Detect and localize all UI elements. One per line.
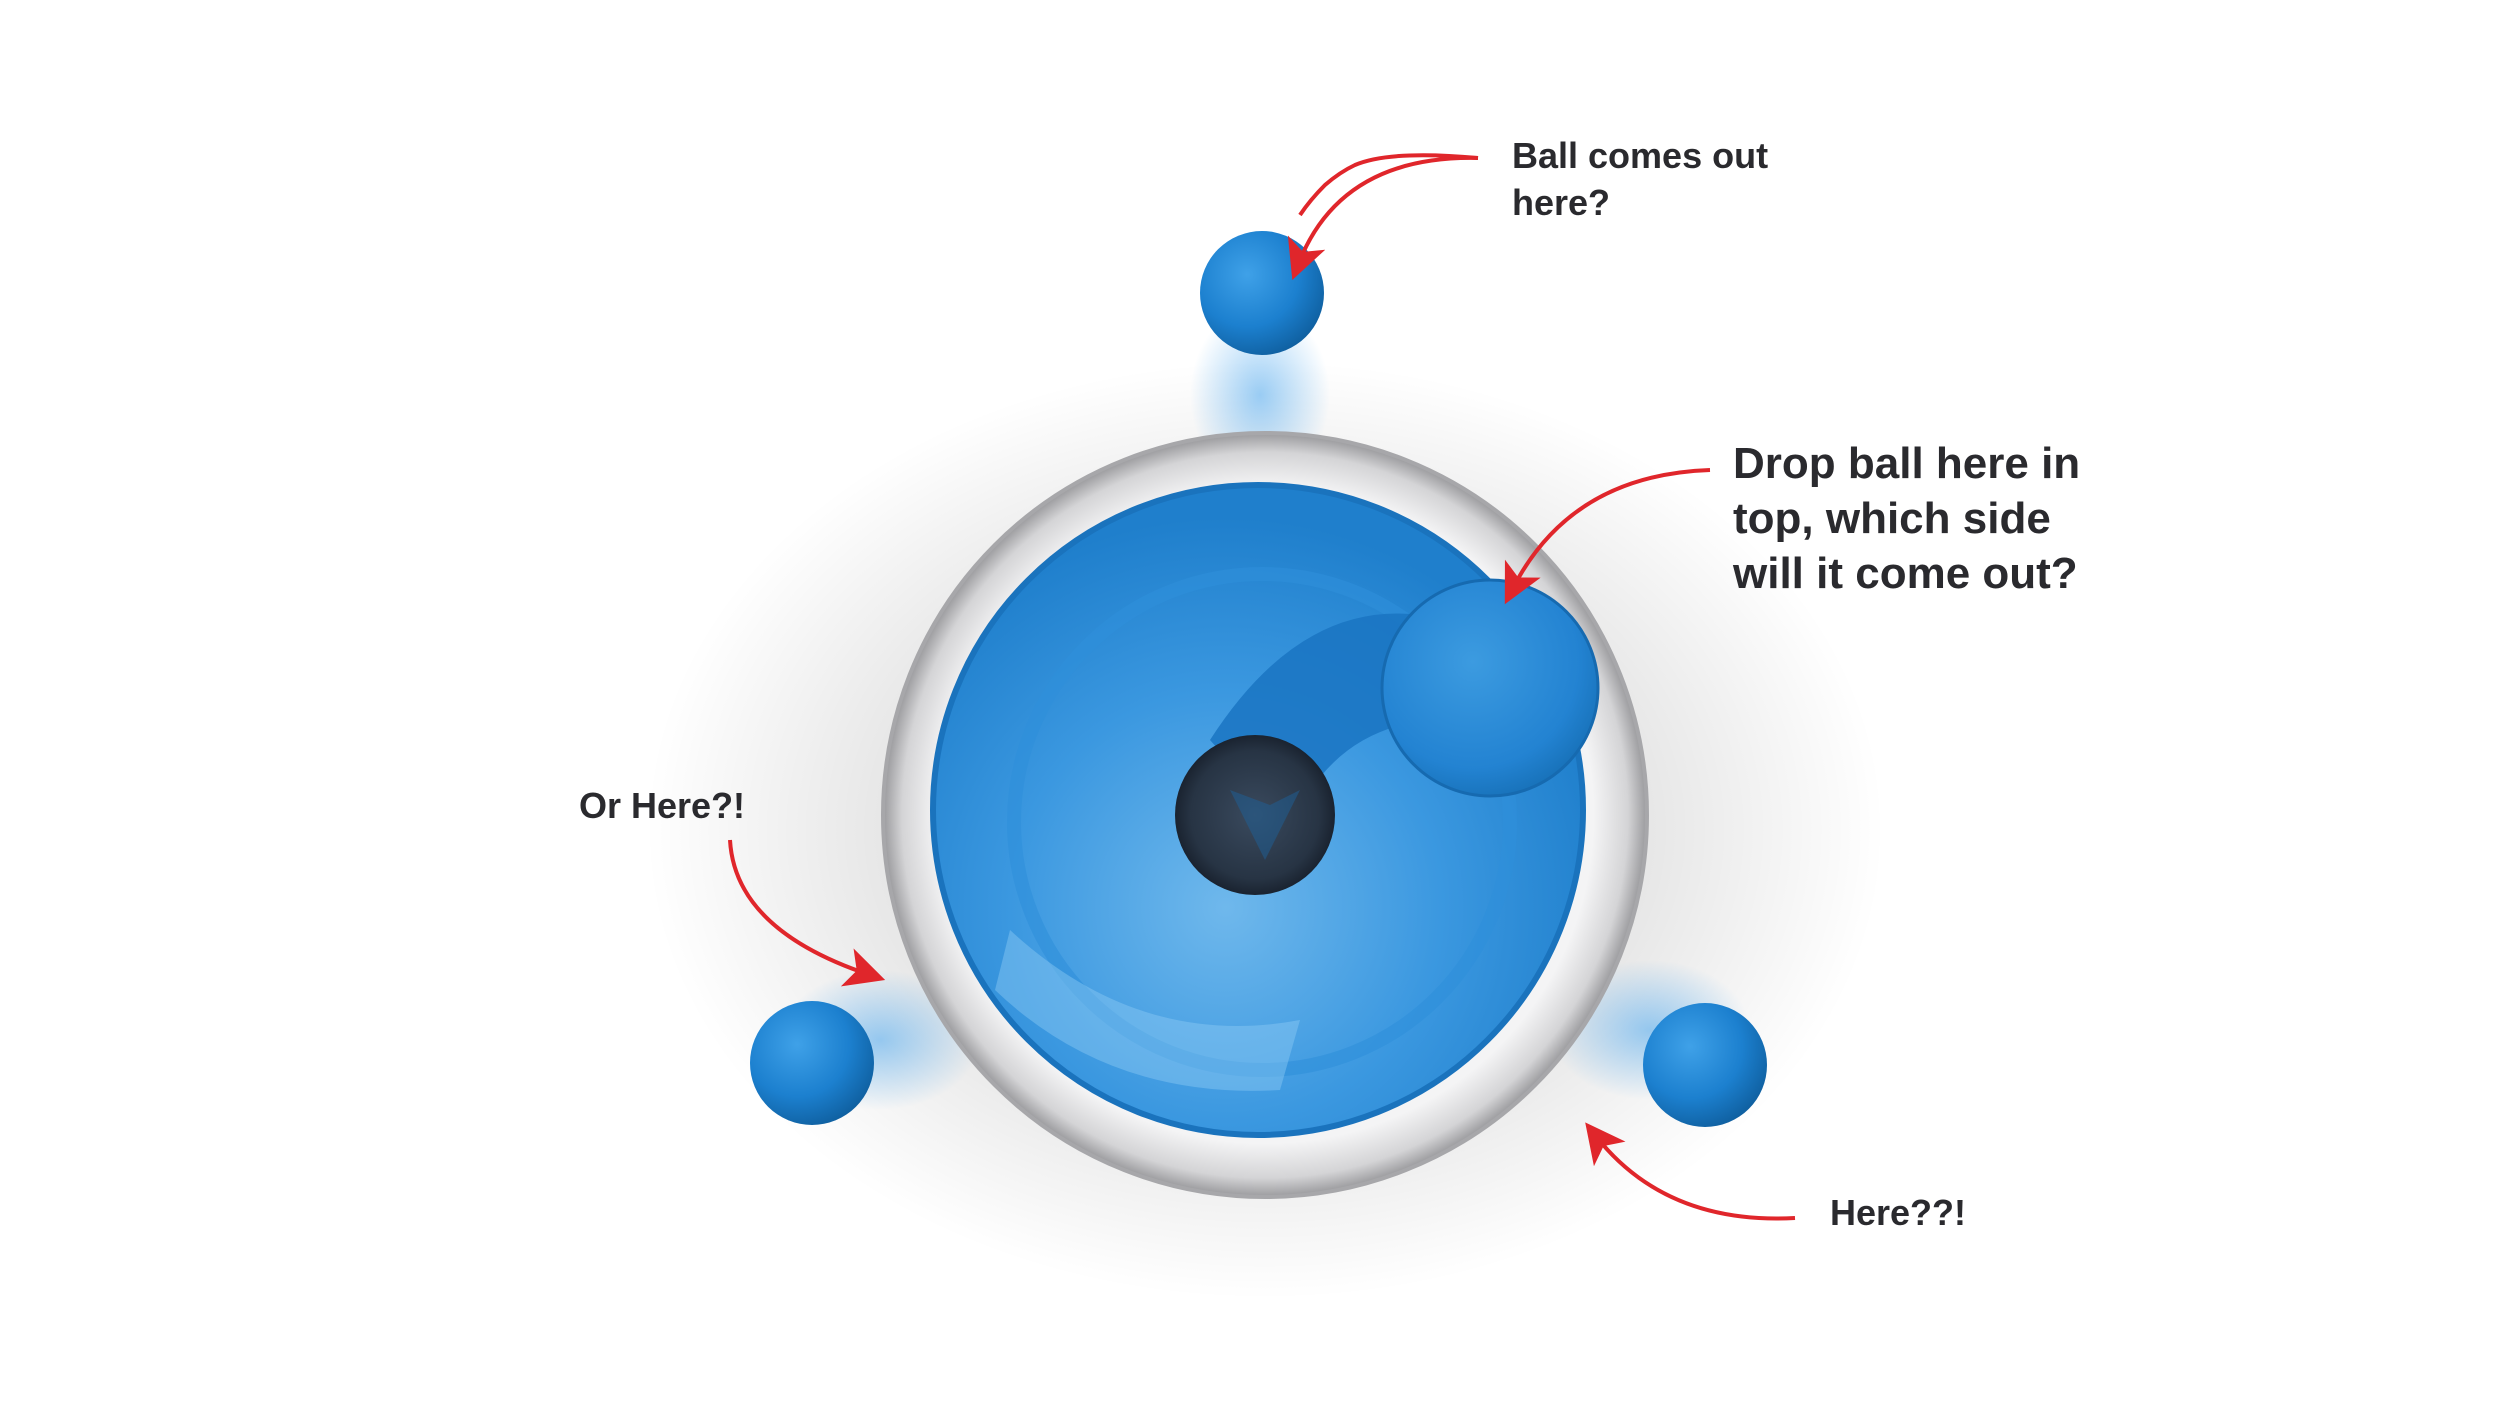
left-exit-label-text: Or Here?! [579, 782, 745, 829]
top-exit-label: Ball comes out here? [1512, 132, 1768, 226]
top-arrow [1298, 158, 1478, 265]
drop-point-label-line3: will it come out? [1733, 546, 2080, 601]
drop-point-label-line1: Drop ball here in [1733, 436, 2080, 491]
right-exit-label: Here??! [1830, 1189, 1966, 1236]
drop-point-label-line2: top, which side [1733, 491, 2080, 546]
left-exit-ball [750, 1001, 874, 1125]
left-exit-label: Or Here?! [579, 782, 745, 829]
right-exit-label-text: Here??! [1830, 1189, 1966, 1236]
top-exit-label-line2: here? [1512, 179, 1768, 226]
top-arrow-shaft [1300, 155, 1478, 215]
drop-point-label: Drop ball here in top, which side will i… [1733, 436, 2080, 601]
top-exit-label-line1: Ball comes out [1512, 132, 1768, 179]
right-exit-ball [1643, 1003, 1767, 1127]
